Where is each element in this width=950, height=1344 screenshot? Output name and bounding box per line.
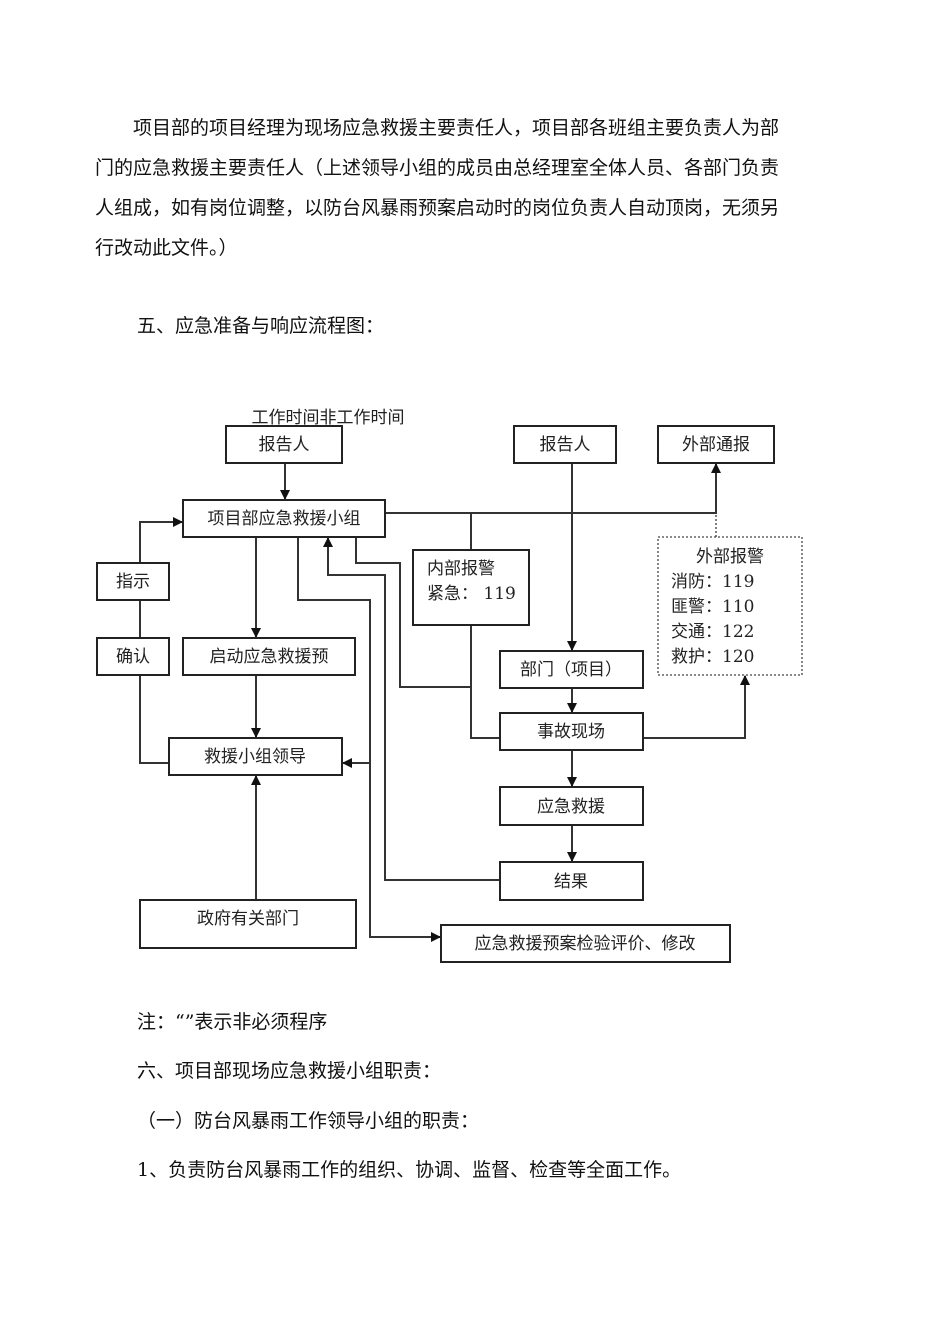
box-result: 结果 bbox=[499, 861, 644, 901]
box-reporter-right: 报告人 bbox=[513, 425, 617, 464]
text-line: 项目部的项目经理为现场应急救援主要责任人，项目部各班组主要负责人为部 bbox=[95, 117, 780, 139]
box-project-team: 项目部应急救援小组 bbox=[182, 499, 386, 538]
svg-text:紧急： 119: 紧急： 119 bbox=[427, 584, 516, 604]
svg-text:启动应急救援预: 启动应急救援预 bbox=[210, 647, 329, 667]
response-flowchart: 工作时间非工作时间 报告人 报告人 外部通报 项目部应急救援小组 指示 确认 启… bbox=[96, 408, 803, 963]
box-emergency-rescue: 应急救援 bbox=[499, 786, 644, 826]
subsection-1-title: （一）防台风暴雨工作领导小组的职责： bbox=[137, 1110, 480, 1132]
box-accident-scene: 事故现场 bbox=[499, 712, 644, 751]
svg-text:政府有关部门: 政府有关部门 bbox=[197, 909, 299, 929]
svg-text:报告人: 报告人 bbox=[540, 435, 591, 455]
text-line: 行改动此文件。） bbox=[95, 237, 238, 259]
item-1: 1、负责防台风暴雨工作的组织、协调、监督、检查等全面工作。 bbox=[137, 1159, 682, 1181]
section-6-title: 六、项目部现场应急救援小组职责： bbox=[137, 1060, 442, 1082]
svg-text:外部通报: 外部通报 bbox=[682, 435, 750, 455]
box-external-alarm: 外部报警 消防：119 匪警：110 交通：122 救护：120 bbox=[657, 536, 803, 676]
box-department: 部门（项目） bbox=[499, 650, 644, 689]
text-line: 门的应急救援主要责任人（上述领导小组的成员由总经理室全体人员、各部门负责 bbox=[95, 157, 780, 179]
paragraph-responsibility: 项目部的项目经理为现场应急救援主要责任人，项目部各班组主要负责人为部 门的应急救… bbox=[95, 108, 872, 268]
box-reporter-left: 报告人 bbox=[225, 425, 343, 464]
svg-text:部门（项目）: 部门（项目） bbox=[520, 660, 622, 680]
box-plan-review: 应急救援预案检验评价、修改 bbox=[440, 924, 731, 963]
svg-text:内部报警: 内部报警 bbox=[427, 559, 495, 579]
svg-text:外部报警: 外部报警 bbox=[696, 547, 764, 567]
svg-text:结果: 结果 bbox=[554, 872, 588, 892]
svg-text:指示: 指示 bbox=[116, 572, 150, 592]
svg-text:事故现场: 事故现场 bbox=[537, 722, 605, 742]
svg-text:确认: 确认 bbox=[116, 647, 150, 667]
box-confirm: 确认 bbox=[96, 637, 170, 676]
svg-text:匪警：110: 匪警：110 bbox=[671, 597, 754, 617]
box-government: 政府有关部门 bbox=[139, 899, 357, 949]
box-external-notice: 外部通报 bbox=[657, 425, 775, 464]
box-internal-alarm: 内部报警 紧急： 119 bbox=[412, 549, 530, 626]
box-rescue-leader: 救援小组领导 bbox=[168, 737, 343, 776]
svg-text:报告人: 报告人 bbox=[259, 435, 310, 455]
svg-text:应急救援预案检验评价、修改: 应急救援预案检验评价、修改 bbox=[475, 934, 696, 954]
text-line: 人组成，如有岗位调整，以防台风暴雨预案启动时的岗位负责人自动顶岗，无须另 bbox=[95, 197, 780, 219]
svg-text:救护：120: 救护：120 bbox=[671, 647, 754, 667]
svg-text:应急救援: 应急救援 bbox=[537, 797, 605, 817]
flowchart-header: 工作时间非工作时间 bbox=[252, 408, 405, 428]
svg-text:救援小组领导: 救援小组领导 bbox=[204, 747, 306, 767]
section-5-title: 五、应急准备与响应流程图： bbox=[137, 315, 385, 337]
box-start-plan: 启动应急救援预 bbox=[182, 637, 356, 676]
svg-text:项目部应急救援小组: 项目部应急救援小组 bbox=[208, 509, 361, 529]
box-instruct: 指示 bbox=[96, 562, 170, 601]
svg-text:消防：119: 消防：119 bbox=[671, 572, 754, 592]
connectors bbox=[139, 463, 750, 942]
flowchart-note: 注：“”表示非必须程序 bbox=[137, 1011, 328, 1033]
svg-text:交通：122: 交通：122 bbox=[671, 622, 754, 642]
